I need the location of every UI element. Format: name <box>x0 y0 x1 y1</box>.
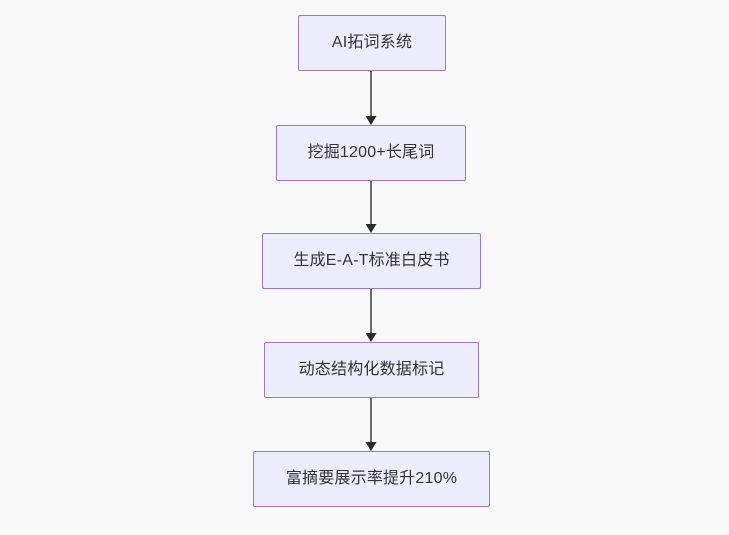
flowchart-node-n5[interactable]: 富摘要展示率提升210% <box>253 451 490 507</box>
node-label: 生成E-A-T标准白皮书 <box>293 252 450 270</box>
node-label: 富摘要展示率提升210% <box>285 470 458 488</box>
flowchart-node-n2[interactable]: 挖掘1200+长尾词 <box>276 125 466 181</box>
flowchart-node-n3[interactable]: 生成E-A-T标准白皮书 <box>262 233 481 289</box>
flowchart-node-n1[interactable]: AI拓词系统 <box>298 15 446 71</box>
arrowhead-icon <box>365 333 377 342</box>
arrowhead-icon <box>365 442 377 451</box>
edge-n4-to-n5 <box>361 398 381 451</box>
flowchart-node-n4[interactable]: 动态结构化数据标记 <box>264 342 479 398</box>
arrowhead-icon <box>365 116 377 125</box>
edge-n1-to-n2 <box>361 71 381 125</box>
node-label: AI拓词系统 <box>331 34 413 52</box>
arrowhead-icon <box>365 224 377 233</box>
edge-n3-to-n4 <box>361 289 381 342</box>
node-label: 挖掘1200+长尾词 <box>307 144 435 162</box>
node-label: 动态结构化数据标记 <box>298 361 445 379</box>
edge-n2-to-n3 <box>361 181 381 233</box>
